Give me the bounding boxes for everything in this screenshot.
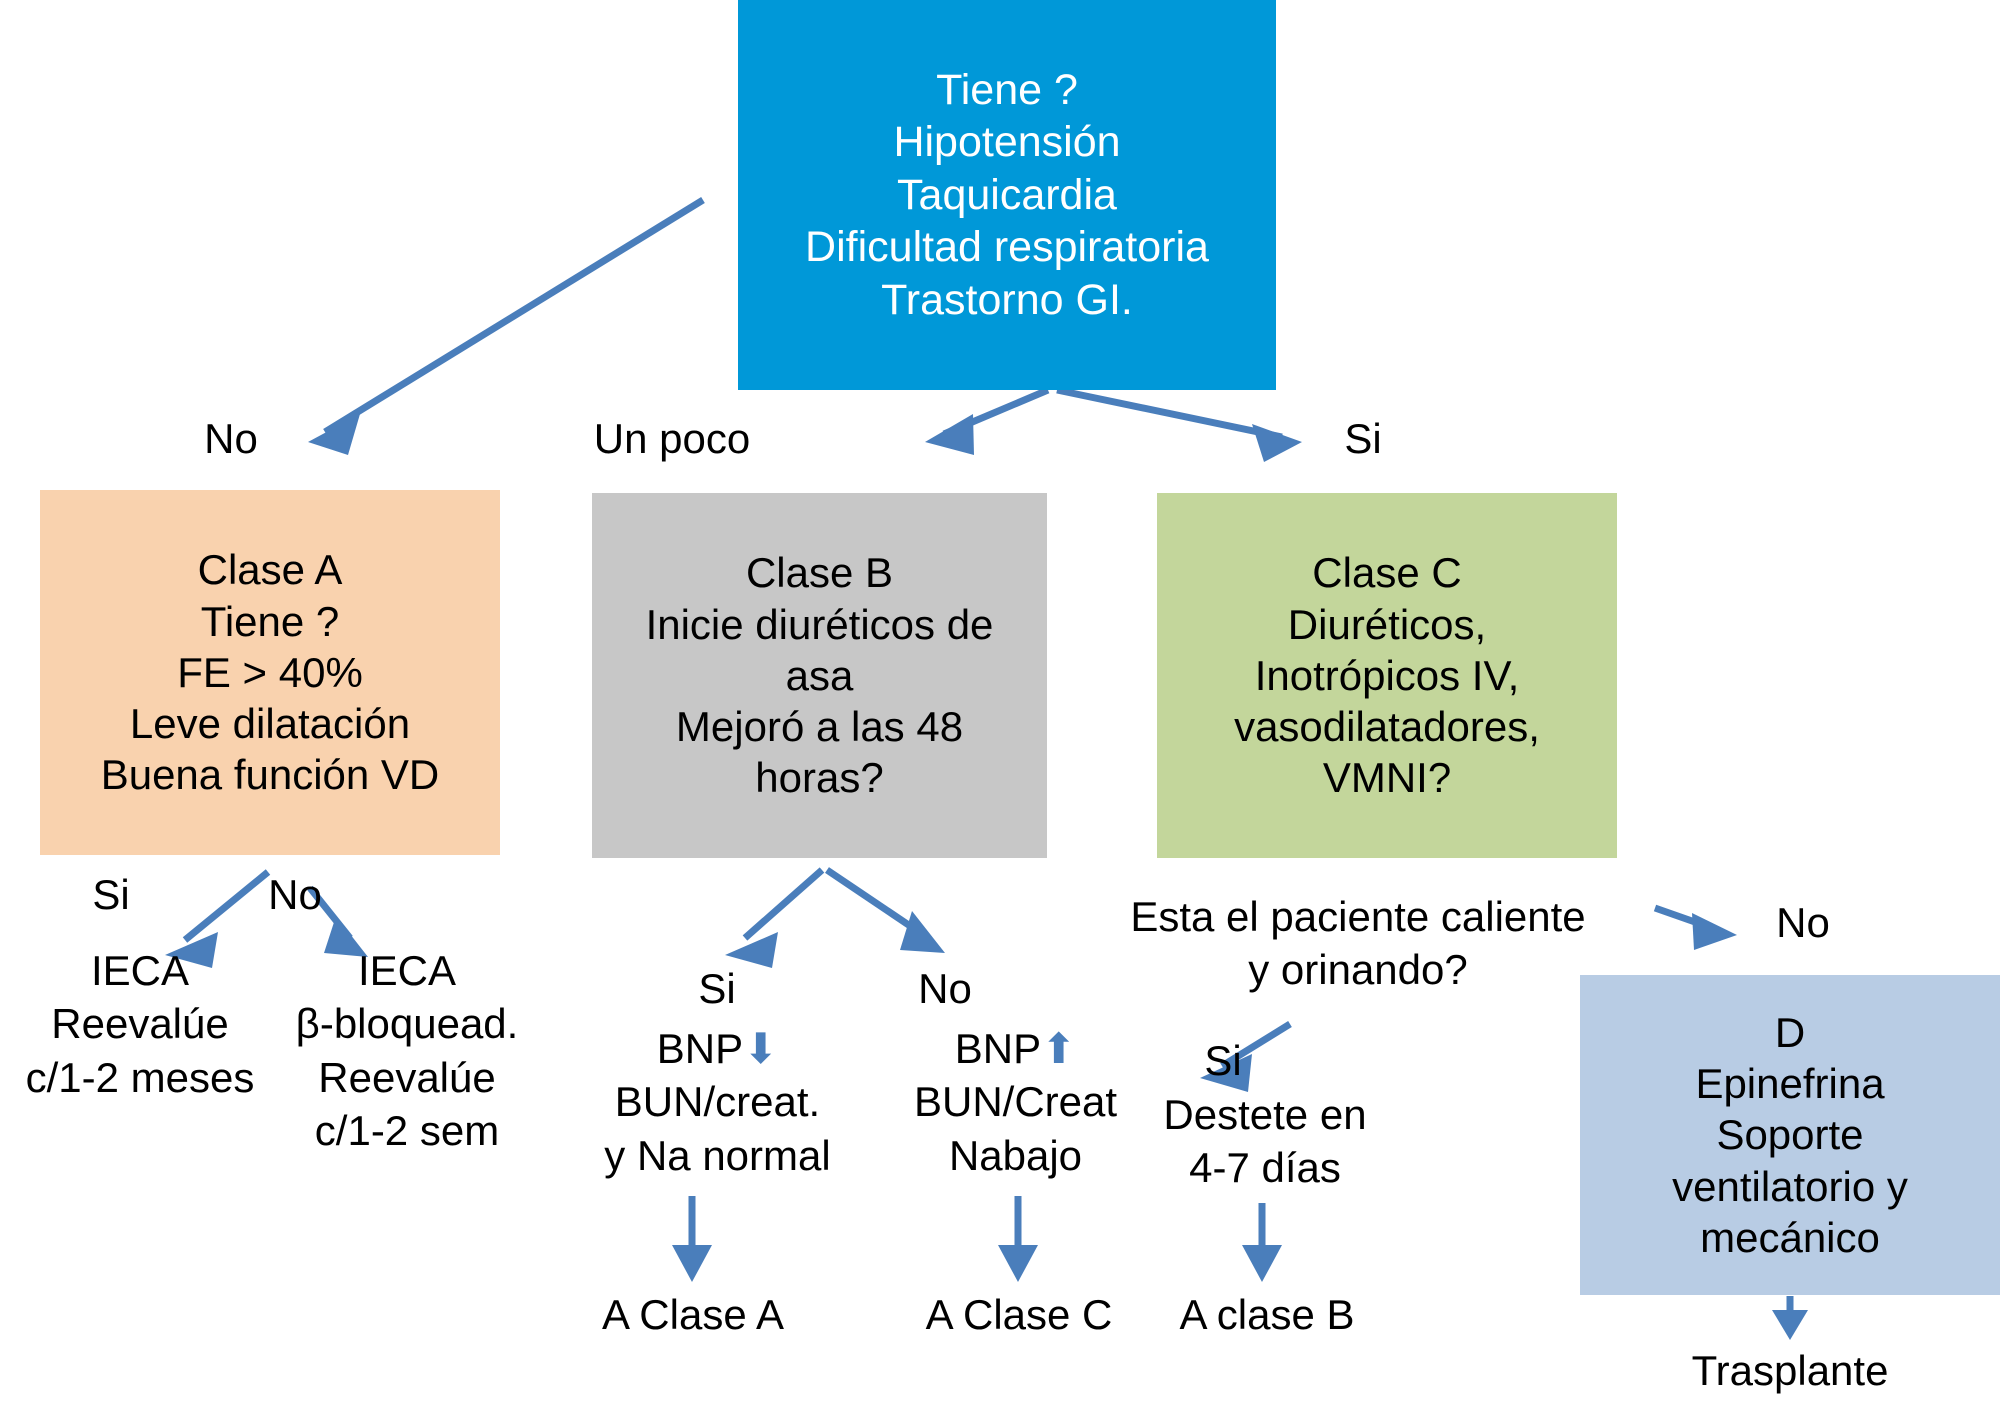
leaf-destete: Destete en 4-7 días xyxy=(1130,1088,1400,1195)
node-d: D Epinefrina Soporte ventilatorio y mecá… xyxy=(1580,975,2000,1295)
edge-label-root-si: Si xyxy=(1344,415,1382,462)
node-root: Tiene ? Hipotensión Taquicardia Dificult… xyxy=(738,0,1276,390)
leaf-a-no-line-2: β-bloquead. xyxy=(295,1000,519,1048)
leaf-b-si-bnp-label: BNP xyxy=(656,1025,744,1072)
leaf-a-no-line-4: c/1-2 sem xyxy=(314,1106,500,1154)
node-d-line-4: ventilatorio y xyxy=(1672,1162,1908,1210)
arrow-root-to-si xyxy=(1056,386,1302,462)
leaf-a-no-line-3: Reevalúe xyxy=(318,1053,496,1101)
node-root-line-2: Hipotensión xyxy=(893,118,1121,167)
node-clase-c-line-1: Clase C xyxy=(1312,549,1462,597)
node-clase-b-line-4: Mejoró a las 48 xyxy=(675,703,964,751)
terminal-to-clase-a: A Clase A xyxy=(601,1291,785,1338)
node-root-line-5: Trastorno GI. xyxy=(881,275,1133,324)
node-d-line-1: D xyxy=(1774,1008,1806,1056)
edge-label-caliente-si: Si xyxy=(1204,1037,1242,1084)
node-clase-b-line-1: Clase B xyxy=(745,549,894,597)
node-root-line-1: Tiene ? xyxy=(936,65,1078,114)
bnp-down-arrow-icon: ⬇ xyxy=(743,1025,779,1072)
leaf-b-si-line-1: BNP⬇ xyxy=(570,1022,865,1075)
node-root-line-3: Taquicardia xyxy=(897,170,1117,219)
node-clase-c-line-3: Inotrópicos IV, xyxy=(1254,651,1520,699)
node-clase-b-line-2: Inicie diuréticos de xyxy=(645,600,994,648)
edge-label-root-un-poco: Un poco xyxy=(593,415,751,462)
arrow-root-to-un-poco xyxy=(925,386,1050,455)
leaf-a-si: IECA Reevalúe c/1-2 meses xyxy=(0,944,280,1104)
leaf-b-no-line-3: Nabajo xyxy=(948,1131,1083,1179)
question-caliente-line-1: Esta el paciente caliente xyxy=(1130,893,1586,940)
bnp-up-arrow-icon: ⬆ xyxy=(1041,1025,1077,1072)
node-clase-a-line-4: Leve dilatación xyxy=(129,700,411,748)
edge-label-clase-b-no: No xyxy=(918,965,972,1012)
leaf-b-no-line-1: BNP⬆ xyxy=(868,1022,1163,1075)
node-clase-a-line-5: Buena función VD xyxy=(100,751,440,799)
node-clase-b-line-5: horas? xyxy=(755,754,884,802)
leaf-a-si-line-3: c/1-2 meses xyxy=(25,1053,255,1101)
arrow-b-si-to-clase-a xyxy=(672,1196,712,1282)
arrow-destete-to-clase-b xyxy=(1242,1203,1282,1282)
node-clase-c-line-2: Diuréticos, xyxy=(1287,600,1487,648)
terminal-to-clase-c: A Clase C xyxy=(925,1291,1113,1338)
arrow-clase-b-to-si xyxy=(725,867,825,968)
node-clase-b-line-3: asa xyxy=(785,651,854,699)
arrow-d-to-trasplante xyxy=(1772,1296,1808,1340)
node-clase-c-line-5: VMNI? xyxy=(1322,754,1452,802)
leaf-a-si-line-2: Reevalúe xyxy=(51,1000,229,1048)
node-clase-a: Clase A Tiene ? FE > 40% Leve dilatación… xyxy=(40,490,500,855)
arrow-clase-b-to-no xyxy=(825,867,945,953)
edge-label-root-no: No xyxy=(204,415,258,462)
terminal-trasplante: Trasplante xyxy=(1691,1347,1889,1394)
terminal-to-clase-b: A clase B xyxy=(1179,1291,1355,1338)
leaf-b-si-line-2: BUN/creat. xyxy=(614,1078,821,1126)
node-clase-c-line-4: vasodilatadores, xyxy=(1234,703,1540,751)
node-d-line-3: Soporte xyxy=(1716,1111,1864,1159)
leaf-a-si-line-1: IECA xyxy=(90,947,190,994)
question-caliente-line-2: y orinando? xyxy=(1248,946,1468,994)
leaf-destete-line-1: Destete en xyxy=(1163,1091,1367,1138)
edge-label-clase-a-si: Si xyxy=(92,871,130,918)
edge-label-clase-b-si: Si xyxy=(698,965,736,1012)
arrow-clase-c-to-no xyxy=(1653,904,1737,950)
leaf-b-si-line-3: y Na normal xyxy=(604,1131,831,1179)
node-root-line-4: Dificultad respiratoria xyxy=(805,223,1209,272)
leaf-b-no-bnp-label: BNP xyxy=(954,1025,1042,1072)
leaf-b-no-line-2: BUN/Creat xyxy=(913,1078,1118,1126)
node-d-line-2: Epinefrina xyxy=(1695,1060,1885,1108)
leaf-a-no-line-1: IECA xyxy=(357,947,457,994)
edge-label-caliente-no: No xyxy=(1776,899,1830,946)
question-caliente-orinando: Esta el paciente caliente y orinando? xyxy=(1078,890,1638,997)
leaf-a-no: IECA β-bloquead. Reevalúe c/1-2 sem xyxy=(262,944,552,1157)
node-clase-a-line-3: FE > 40% xyxy=(177,648,363,696)
node-clase-c: Clase C Diuréticos, Inotrópicos IV, vaso… xyxy=(1157,493,1617,858)
leaf-b-no: BNP⬆ BUN/Creat Nabajo xyxy=(868,1022,1163,1182)
leaf-b-si: BNP⬇ BUN/creat. y Na normal xyxy=(570,1022,865,1182)
node-clase-b: Clase B Inicie diuréticos de asa Mejoró … xyxy=(592,493,1047,858)
node-clase-a-line-1: Clase A xyxy=(197,546,343,594)
arrow-b-no-to-clase-c xyxy=(998,1196,1038,1282)
node-d-line-5: mecánico xyxy=(1700,1213,1880,1261)
leaf-destete-line-2: 4-7 días xyxy=(1189,1144,1341,1192)
edge-label-clase-a-no: No xyxy=(268,871,322,918)
node-clase-a-line-2: Tiene ? xyxy=(200,597,340,645)
